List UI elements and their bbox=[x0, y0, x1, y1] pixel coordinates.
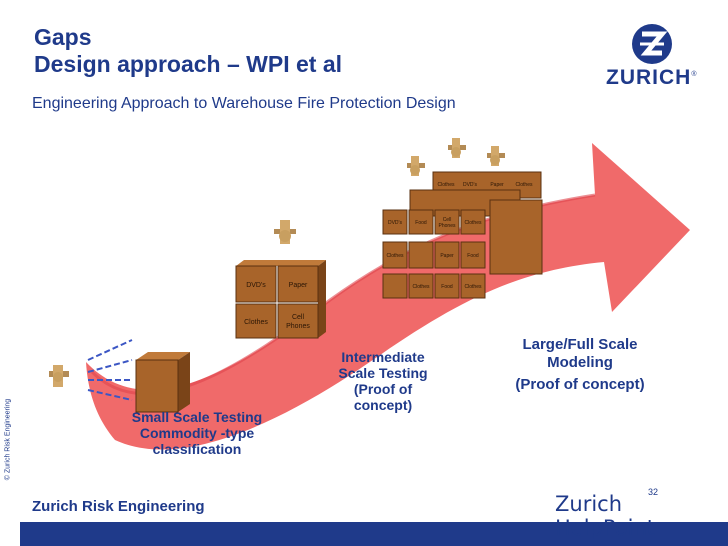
zurich-helppoint-brand: Zurich HelpPoint bbox=[555, 492, 656, 540]
slide-title: Gaps Design approach – WPI et al bbox=[34, 24, 342, 78]
box-clothes bbox=[235, 303, 277, 339]
sprinkler-icon-large-2 bbox=[448, 138, 466, 158]
footer-bar bbox=[20, 522, 728, 546]
label-intermediate-line-2: Scale Testing bbox=[338, 365, 428, 381]
large-paper-text: Paper bbox=[440, 253, 454, 259]
label-intermediate-line-1: Intermediate bbox=[341, 349, 425, 365]
mid-dvds-text: DVD's bbox=[246, 282, 266, 289]
mid-clothes-text: Clothes bbox=[244, 319, 268, 326]
large-clothes-text-3: Clothes bbox=[413, 284, 430, 290]
label-small-line-1: Small Scale Testing bbox=[131, 409, 263, 425]
zurich-z-logo-icon bbox=[632, 24, 672, 64]
title-line-1: Gaps bbox=[34, 24, 92, 50]
intermediate-box-stack: DVD's Paper Clothes Cell Phones bbox=[235, 260, 326, 339]
large-food-text-2: Food bbox=[467, 253, 479, 259]
label-small-line-3: classification bbox=[152, 441, 242, 457]
spray-lines bbox=[87, 339, 133, 401]
label-intermediate: Intermediate Scale Testing (Proof of con… bbox=[316, 349, 450, 413]
mid-cell-text: Cell bbox=[292, 314, 305, 321]
registered-mark: ® bbox=[691, 71, 698, 78]
large-food-text: Food bbox=[415, 220, 427, 226]
label-large-line-1: Large/Full Scale bbox=[522, 336, 638, 353]
label-small-line-2: Commodity -type bbox=[139, 425, 255, 441]
slide-subtitle: Engineering Approach to Warehouse Fire P… bbox=[32, 95, 456, 112]
label-large-line-3: (Proof of concept) bbox=[515, 376, 645, 393]
large-clothes-text-6: Clothes bbox=[438, 182, 455, 188]
large-cell-text: Cell bbox=[443, 217, 452, 223]
large-food-text-3: Food bbox=[441, 284, 453, 290]
large-phones-text: Phones bbox=[439, 223, 456, 229]
large-clothes-text-5: Clothes bbox=[516, 182, 533, 188]
title-line-2: Design approach – WPI et al bbox=[34, 51, 343, 77]
sprinkler-icon-small bbox=[49, 365, 69, 387]
large-paper-text-2: Paper bbox=[490, 182, 504, 188]
sprinkler-icon-mid bbox=[274, 220, 296, 244]
large-clothes-text-2: Clothes bbox=[387, 253, 404, 259]
footer-company: Zurich Risk Engineering bbox=[32, 498, 205, 515]
sprinkler-icon-large-1 bbox=[407, 156, 425, 176]
zurich-wordmark: ZURICH bbox=[606, 66, 692, 89]
zurich-logo-text: ZURICH® bbox=[606, 66, 698, 90]
box-paper bbox=[277, 265, 319, 303]
label-intermediate-line-3: (Proof of bbox=[353, 381, 413, 397]
box-cell-phones bbox=[277, 303, 319, 339]
small-commodity-box bbox=[135, 352, 190, 413]
box-dvds bbox=[235, 265, 277, 303]
label-large-line-2: Modeling bbox=[547, 354, 613, 371]
large-clothes-text: Clothes bbox=[465, 220, 482, 226]
mid-paper-text: Paper bbox=[289, 282, 308, 289]
large-box-array: DVD's Food Cell Phones Clothes Clothes P… bbox=[382, 171, 543, 299]
sprinkler-icon-large-3 bbox=[487, 146, 505, 166]
large-dvds-text: DVD's bbox=[388, 220, 403, 226]
large-dvds-text-2: DVD's bbox=[463, 182, 478, 188]
page-number: 32 bbox=[648, 487, 659, 497]
large-clothes-text-4: Clothes bbox=[465, 284, 482, 290]
mid-phones-text: Phones bbox=[286, 323, 310, 330]
label-small-scale: Small Scale Testing Commodity -type clas… bbox=[112, 409, 282, 457]
label-intermediate-line-4: concept) bbox=[353, 397, 413, 413]
label-large-scale: Large/Full Scale Modeling (Proof of conc… bbox=[496, 336, 664, 394]
